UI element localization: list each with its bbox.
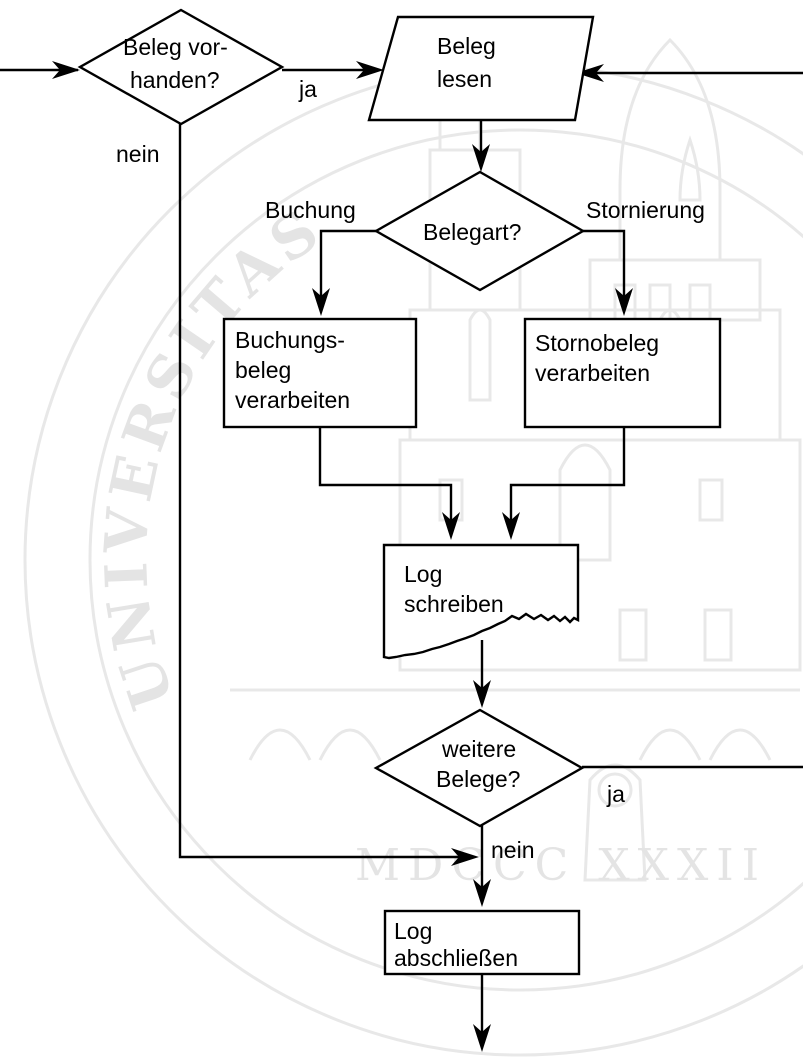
arrow-to-stornobeleg [615,288,633,316]
document-log-schreiben: Log schreiben [382,543,580,660]
process-log-abschliessen: Log abschließen [383,909,581,976]
log-schreiben-line2: schreiben [404,591,504,617]
storno-to-log-line [509,427,626,533]
decision-weitere-belege: weitere Belege? [373,708,585,828]
arrow-exit [473,1024,491,1052]
arrow-to-abschliessen [473,879,491,907]
decision-beleg-vorhanden: Beleg vor- handen? [77,8,285,126]
decision-belegart: Belegart? [373,170,586,292]
belegart-label: Belegart? [423,219,521,245]
arrow-entry [52,61,80,79]
label-nein-left: nein [116,141,159,167]
process-stornobeleg: Stornobeleg verarbeiten [523,317,722,429]
shapes: Beleg vor- handen? Beleg lesen Belegart?… [77,8,722,976]
nein-left-line [178,122,470,859]
weitere-belege-line2: Belege? [436,766,520,792]
stornobeleg-line2: verarbeiten [535,360,650,386]
label-nein-bottom: nein [491,837,534,863]
arrow-loop-back [576,64,604,82]
label-ja-bottom: ja [606,781,625,807]
arrow-to-weitere [473,680,491,708]
buchungsbeleg-line1: Buchungs- [235,327,345,353]
watermark-year-text: MDCCC XXXII [355,840,767,891]
buchung-branch-line [319,229,376,310]
arrowheads [52,61,633,1052]
label-buchung: Buchung [265,197,356,223]
edge-labels: ja nein Buchung Stornierung ja nein [116,76,705,863]
process-buchungsbeleg: Buchungs- beleg verarbeiten [222,317,418,429]
watermark-arc-text: UNIVERSITAS [91,193,335,717]
stornobeleg-line1: Stornobeleg [535,330,659,356]
beleg-lesen-line2: lesen [437,66,492,92]
decision-beleg-line1: Beleg vor- [123,34,228,60]
arrow-buchung-to-log [442,512,460,540]
arrow-ja-top [356,61,384,79]
arrow-nein-left [451,848,479,866]
label-ja-top: ja [298,76,317,102]
io-beleg-lesen: Beleg lesen [367,15,595,122]
log-abschliessen-line2: abschließen [394,945,518,971]
arrow-to-buchungsbeleg [312,288,330,316]
buchungsbeleg-line3: verarbeiten [235,387,350,413]
buchungsbeleg-line2: beleg [235,357,291,383]
decision-beleg-line2: handen? [130,67,220,93]
log-schreiben-line1: Log [404,561,442,587]
label-stornierung: Stornierung [586,197,705,223]
buchung-to-log-line [318,427,453,533]
log-abschliessen-line1: Log [394,918,432,944]
arrow-storno-to-log [502,512,520,540]
stornierung-branch-line [583,229,626,310]
beleg-lesen-line1: Beleg [437,33,496,59]
arrow-to-belegart [472,144,490,172]
weitere-belege-line1: weitere [441,736,516,762]
